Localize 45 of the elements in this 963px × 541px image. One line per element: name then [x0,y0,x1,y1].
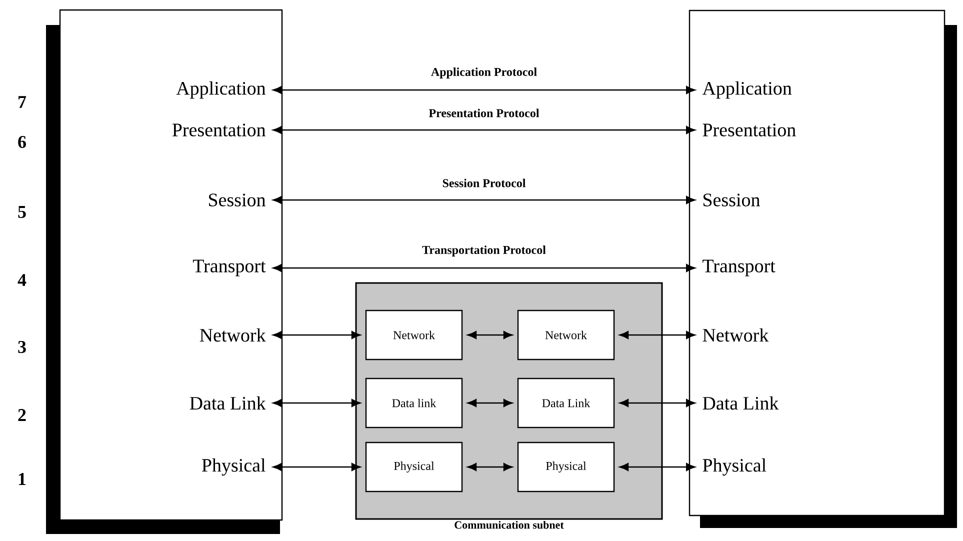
arrow [467,463,513,471]
layer-number: 7 [18,96,26,108]
layer-number: 5 [18,206,26,218]
arrow [467,331,513,339]
arrow [272,331,361,339]
layer-box: Data link [365,378,463,428]
arrow [619,399,696,407]
layer-box: Data Link [517,378,615,428]
layer-name: Physical [202,458,266,476]
layer-number: 2 [18,409,26,421]
arrow [619,463,696,471]
layer-name: Network [200,328,266,342]
node-label: Communication subnet [454,520,564,529]
layer-name: Data Link [190,396,266,410]
layer-name: Session [703,194,760,206]
edge-label: Presentation Protocol [428,108,540,118]
arrow [272,399,361,407]
layer-number: 3 [18,340,26,354]
arrow [272,126,696,134]
layer-name: Transport [702,260,776,276]
arrow [619,331,696,339]
layer-number: 1 [18,473,26,485]
arrow [467,399,513,407]
layer-name: Presentation [172,124,266,136]
arrow [272,463,361,471]
layer-name: Transport [192,260,266,276]
layer-name: Application [176,81,266,99]
layer-name: Presentation [702,124,796,136]
edge-label: Application Protocol [430,66,538,80]
layer-name: Session [209,194,266,206]
edge-label: Transportation Protocol [421,244,547,258]
layer-name: Data Link [702,396,779,410]
arrow [272,264,696,272]
layer-box: Network [365,310,463,360]
layer-number: 4 [18,274,26,286]
layer-number: 6 [18,136,26,148]
arrow [272,196,696,204]
arrow [272,86,696,94]
layer-box: Network [517,310,615,360]
layer-name: Physical [702,458,766,476]
layer-box: Physical [365,442,463,492]
layer-name: Application [702,81,792,99]
layer-name: Network [702,328,769,342]
layer-box: Physical [517,442,615,492]
edge-label: Session Protocol [441,178,527,188]
